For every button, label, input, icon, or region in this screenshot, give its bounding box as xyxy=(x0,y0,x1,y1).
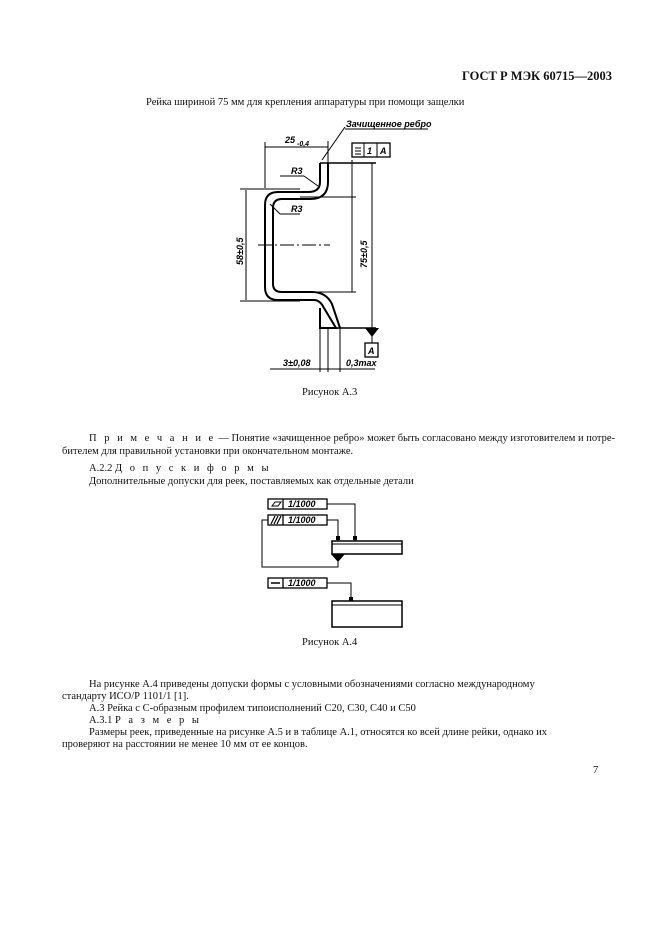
datum-ref: A xyxy=(379,146,387,156)
flatness-frame xyxy=(351,142,391,158)
dim-thickness: 3±0,08 xyxy=(283,358,310,368)
section-title: Р а з м е р ы xyxy=(114,715,202,726)
dim-width: 25 xyxy=(284,135,296,145)
tolerance-value: 1/1000 xyxy=(288,578,316,588)
tolerance-value: 1/1000 xyxy=(288,499,316,509)
section-a31-heading: А.3.1 Р а з м е р ы xyxy=(89,715,201,727)
section-number: А.3.1 xyxy=(89,715,113,726)
section-a3-heading: А.3 Рейка с С-образным профилем типоиспо… xyxy=(89,703,416,714)
dim-width-tol: -0,4 xyxy=(297,141,309,148)
note-text: — Понятие «зачищенное ребро» может быть … xyxy=(215,433,616,444)
paragraph-line: На рисунке А.4 приведены допуски формы с… xyxy=(89,679,535,690)
section-number: А.2.2 xyxy=(89,463,113,474)
note-line-1: П р и м е ч а н и е — Понятие «зачищенно… xyxy=(89,433,615,445)
flatness-value: 1 xyxy=(367,146,372,156)
datum-label: A xyxy=(367,346,375,356)
document-header: ГОСТ Р МЭК 60715—2003 xyxy=(462,69,612,83)
radius-label: R3 xyxy=(291,204,303,214)
datum-triangle xyxy=(365,328,379,337)
paragraph-line: стандарту ИСО/Р 1101/1 [1]. xyxy=(62,691,189,702)
rail-section-1 xyxy=(331,540,403,555)
figure-a3-title: Рейка шириной 75 мм для крепления аппара… xyxy=(146,97,465,108)
dim-height-outer: 75±0,5 xyxy=(359,240,369,268)
tolerance-value: 1/1000 xyxy=(288,515,316,525)
dim-height-inner: 58±0,5 xyxy=(235,237,245,265)
deburred-edge-label: Зачищенное ребро xyxy=(346,119,432,129)
figure-a4-caption: Рисунок А.4 xyxy=(302,637,358,648)
radius-label: R3 xyxy=(291,166,303,176)
note-line-2: бителем для правильной установки при око… xyxy=(62,446,354,457)
section-a22-text: Дополнительные допуски для реек, поставл… xyxy=(89,476,414,487)
note-label: П р и м е ч а н и е xyxy=(89,433,216,444)
dim-burr: 0,3max xyxy=(346,358,378,368)
figure-a4-drawing xyxy=(261,498,403,628)
figure-a3-caption: Рисунок А.3 xyxy=(302,387,358,398)
page-number: 7 xyxy=(593,765,599,776)
section-a22-heading: А.2.2 Д о п у с к и ф о р м ы xyxy=(89,463,271,475)
datum-box xyxy=(364,342,379,358)
rail-section-2 xyxy=(331,600,403,628)
section-title: Д о п у с к и ф о р м ы xyxy=(114,463,272,474)
rail-profile xyxy=(264,163,338,329)
paragraph-line: Размеры реек, приведенные на рисунке А.5… xyxy=(89,727,547,738)
paragraph-line: проверяют на расстоянии не менее 10 мм о… xyxy=(62,739,308,750)
